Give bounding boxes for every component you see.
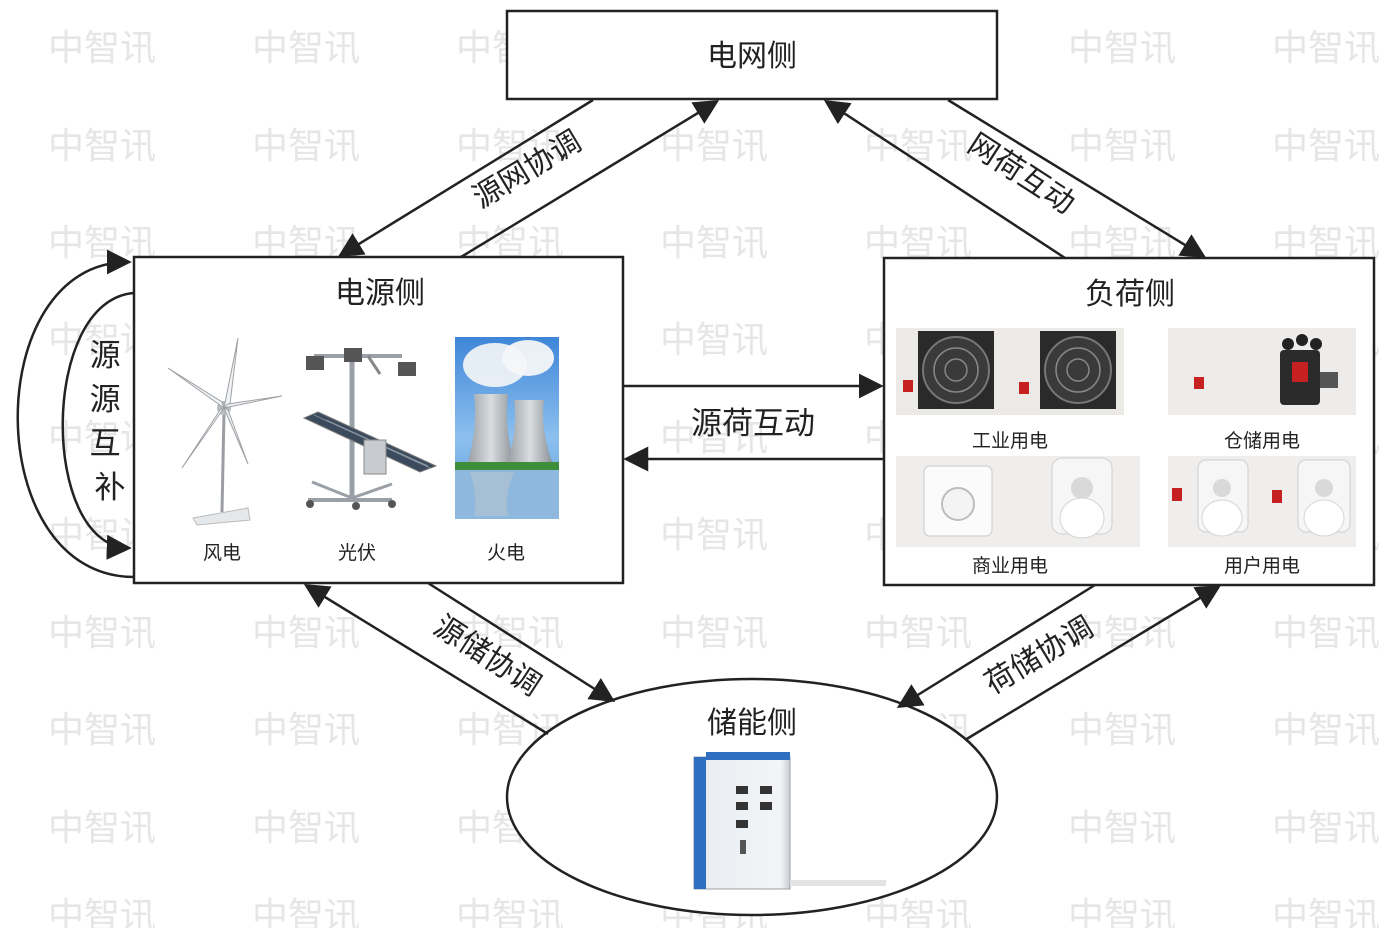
watermark-text: 中智讯 — [660, 223, 768, 264]
arrow-grid-to-source — [337, 98, 594, 257]
relation-label-grid-load: 网荷互动 — [961, 127, 1081, 222]
watermark-text: 中智讯 — [48, 896, 156, 928]
watermark-text: 中智讯 — [1068, 613, 1176, 654]
watermark-text: 中智讯 — [1272, 126, 1380, 167]
arrow-source-to-storage — [427, 581, 616, 703]
watermark-text: 中智讯 — [252, 126, 360, 167]
load-item-label-household: 用户用电 — [1224, 555, 1300, 577]
watermark-text: 中智讯 — [660, 613, 768, 654]
watermark-text: 中智讯 — [1272, 613, 1380, 654]
arrow-load-to-storage — [896, 583, 1096, 708]
cooling-tower-icon — [455, 337, 559, 519]
grid-side-title: 电网侧 — [707, 39, 797, 74]
watermark-text: 中智讯 — [252, 710, 360, 751]
watermark-text: 中智讯 — [1068, 710, 1176, 751]
watermark-text: 中智讯 — [660, 320, 768, 361]
watermark-text: 中智讯 — [660, 126, 768, 167]
watermark-text: 中智讯 — [252, 808, 360, 849]
relation-label-load-storage: 荷储协调 — [979, 610, 1100, 702]
storage-cabinet-icon — [693, 752, 886, 890]
watermark-text: 中智讯 — [48, 613, 156, 654]
watermark-text: 中智讯 — [660, 515, 768, 556]
arrow-load-to-grid — [823, 99, 1066, 260]
watermark-text: 中智讯 — [1068, 28, 1176, 69]
load-side-title: 负荷侧 — [1085, 277, 1175, 312]
load-item-label-industrial: 工业用电 — [972, 430, 1048, 452]
watermark-text: 中智讯 — [456, 896, 564, 928]
arrow-source-to-grid — [460, 100, 720, 259]
watermark-text: 中智讯 — [456, 126, 564, 167]
arrow-source-self-inner — [61, 291, 135, 560]
watermark-text: 中智讯 — [456, 613, 564, 654]
solar-panel-icon — [302, 348, 438, 510]
load-item-label-warehouse: 仓储用电 — [1224, 430, 1300, 452]
wind-turbine-icon — [167, 337, 283, 526]
source-self-loop-label: 源 源 互 补 — [90, 338, 131, 506]
source-item-label-thermal: 火电 — [487, 542, 525, 564]
watermark-text: 中智讯 — [864, 613, 972, 654]
relation-label-source-load: 源荷互动 — [691, 406, 815, 442]
household-bulb-icon — [1168, 456, 1356, 547]
watermark-text: 中智讯 — [252, 613, 360, 654]
watermark-text: 中智讯 — [1272, 808, 1380, 849]
watermark-text: 中智讯 — [48, 808, 156, 849]
watermark-text: 中智讯 — [48, 126, 156, 167]
source-side-title: 电源侧 — [335, 276, 425, 311]
storage-side-title: 储能侧 — [707, 706, 797, 741]
storage-side-ellipse: 储能侧 — [505, 677, 999, 917]
watermark-text: 中智讯 — [48, 28, 156, 69]
watermark-text: 中智讯 — [1272, 710, 1380, 751]
commercial-switch-icon — [896, 456, 1140, 547]
watermark-text: 中智讯 — [252, 896, 360, 928]
arrow-storage-to-load — [964, 585, 1222, 742]
arrow-source-self-outer — [16, 249, 135, 579]
watermark-text: 中智讯 — [1068, 808, 1176, 849]
watermark-text: 中智讯 — [660, 418, 768, 459]
watermark-text: 中智讯 — [864, 896, 972, 928]
watermark-text: 中智讯 — [1068, 126, 1176, 167]
source-side-box: 电源侧 风电 — [132, 255, 625, 585]
load-item-label-commercial: 商业用电 — [972, 555, 1048, 577]
watermark-text: 中智讯 — [1272, 28, 1380, 69]
source-item-label-solar: 光伏 — [338, 542, 376, 564]
arrow-grid-to-load — [947, 98, 1207, 258]
grid-side-box: 电网侧 — [505, 9, 999, 101]
warehouse-device-icon — [1168, 328, 1356, 415]
watermark-text: 中智讯 — [1272, 896, 1380, 928]
connector-arrows — [16, 98, 1222, 742]
watermark-text: 中智讯 — [252, 28, 360, 69]
arrow-storage-to-source — [303, 584, 549, 736]
watermark-text: 中智讯 — [1068, 896, 1176, 928]
load-side-box: 负荷侧 工业用电 仓储用电 — [882, 256, 1376, 587]
watermark-text: 中智讯 — [48, 710, 156, 751]
industrial-fan-icon — [896, 328, 1124, 415]
source-item-label-wind: 风电 — [203, 542, 241, 564]
